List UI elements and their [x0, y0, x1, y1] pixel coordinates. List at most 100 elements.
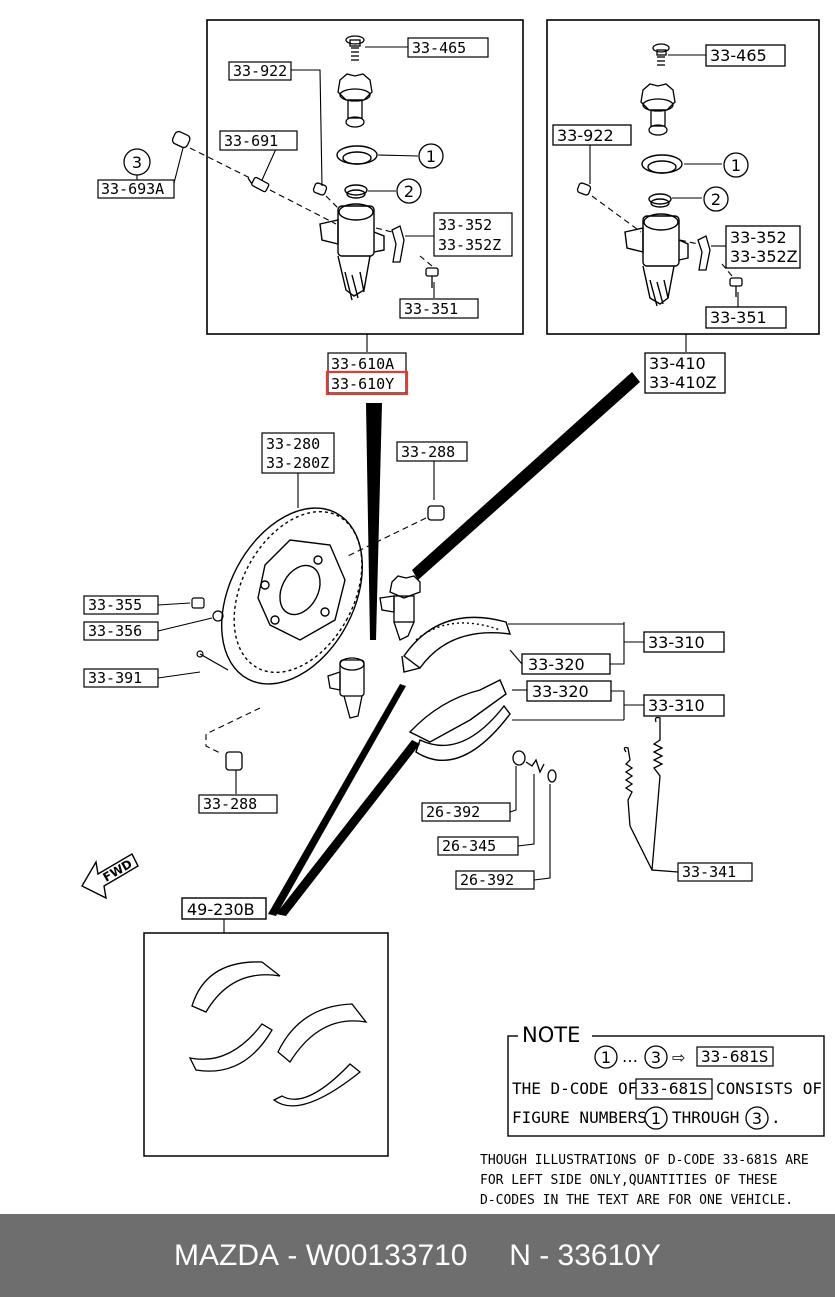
note-dots: …	[622, 1047, 638, 1066]
adjuster-wheel-illustration	[337, 73, 373, 128]
bleeder-screw-illustration	[345, 35, 365, 61]
mounted-cylinder-illustration	[379, 575, 421, 641]
left-label-33-352Z: 33-352Z	[438, 236, 501, 254]
note-line2-post: CONSISTS OF	[716, 1079, 822, 1098]
wheel-cylinder-body-illustration	[319, 203, 385, 301]
left-label-33-691: 33-691	[224, 132, 278, 150]
right-label-33-352: 33-352	[730, 228, 787, 247]
adjuster-wheel-illustration	[640, 83, 676, 136]
hold-down-callouts	[509, 766, 551, 881]
brake-shoe-upper-illustration	[401, 616, 512, 673]
brake-shoe-lower-illustration	[408, 679, 511, 761]
upper-shoe-set-code: 33-310	[648, 633, 705, 652]
left-label-33-465: 33-465	[412, 39, 466, 57]
clip-illustration	[697, 235, 711, 271]
left-label-33-693A: 33-693A	[101, 180, 164, 198]
piston-cup-illustration	[648, 193, 672, 208]
backing-plate-code: 33-280	[266, 435, 320, 453]
pin-code: 33-391	[88, 669, 142, 687]
highlighted-part-frame	[325, 370, 409, 396]
note-line2-box: 33-681S	[640, 1079, 707, 1098]
shoe-kit-code: 49-230B	[187, 900, 255, 919]
bolt-illustration	[425, 267, 439, 288]
right-assembly-code-z: 33-410Z	[649, 373, 717, 392]
boot-illustration	[336, 145, 378, 165]
note-line3-mid: THROUGH	[672, 1108, 739, 1127]
footnote: THOUGH ILLUSTRATIONS OF D-CODE 33-681S A…	[480, 1153, 809, 1208]
right-assembly-callout: 33-410 33-410Z	[644, 334, 726, 394]
footnote-line-3: D-CODES IN THE TEXT ARE FOR ONE VEHICLE.	[480, 1193, 793, 1208]
footnote-line-2: FOR LEFT SIDE ONLY,QUANTITIES OF THESE	[480, 1173, 777, 1188]
upper-shoe-code: 33-320	[528, 655, 585, 674]
left-assembly-callout: 33-610A 33-610Y	[325, 334, 409, 396]
right-assembly-code: 33-410	[649, 354, 706, 373]
backing-plate-illustration	[220, 507, 364, 685]
lower-shoe-code: 33-320	[532, 682, 589, 701]
spring-code: 26-345	[442, 837, 496, 855]
plug-top-code: 33-288	[401, 443, 455, 461]
hold-down-parts-illustration	[512, 750, 557, 783]
small-parts-callouts: 33-355 33-356 33-391	[83, 595, 213, 688]
bolt-washer-pin	[191, 597, 229, 671]
note-circle-3: 3	[651, 1048, 661, 1067]
right-label-33-351: 33-351	[710, 308, 767, 327]
brand-name: MAZDA	[174, 1238, 280, 1272]
heavy-leader-lines	[268, 372, 640, 916]
right-label-33-465: 33-465	[710, 46, 767, 65]
left-label-33-922: 33-922	[233, 62, 287, 80]
dust-cap-illustration	[171, 130, 191, 149]
boot-illustration	[641, 154, 683, 174]
bleeder-screw-illustration	[652, 43, 670, 66]
right-circle-ref-2: 2	[711, 190, 721, 209]
footnote-line-1: THOUGH ILLUSTRATIONS OF D-CODE 33-681S A…	[480, 1153, 809, 1168]
plug-bottom-code: 33-288	[203, 795, 257, 813]
clip-illustration	[391, 225, 405, 263]
lower-shoe-set-code: 33-310	[648, 696, 705, 715]
return-spring-code: 33-341	[682, 863, 736, 881]
left-label-33-352: 33-352	[438, 216, 492, 234]
note-circle-1: 1	[601, 1048, 611, 1067]
bolt-code: 33-355	[88, 596, 142, 614]
spacer	[468, 1239, 510, 1273]
note-line3-circle-1: 1	[651, 1109, 661, 1128]
left-label-33-351: 33-351	[404, 300, 458, 318]
bolt-illustration	[729, 277, 743, 297]
shoe-kit-detail: 49-230B	[143, 897, 389, 1157]
bleeder-cap-illustration	[247, 176, 270, 193]
separator: -	[279, 1238, 306, 1272]
cup-code: 26-392	[426, 803, 480, 821]
backing-plate-code-z: 33-280Z	[266, 454, 329, 472]
washer-code: 33-356	[88, 622, 142, 640]
part-info-bar: MAZDA - W00133710 N - 33610Y	[0, 1214, 835, 1297]
note-line2-pre: THE D-CODE OF	[512, 1079, 637, 1098]
return-springs-illustration	[623, 716, 679, 873]
backing-plate-callout: 33-280 33-280Z	[261, 432, 335, 508]
left-circle-ref-2: 2	[404, 182, 414, 201]
sleeve-illustration	[576, 182, 592, 196]
right-circle-ref-1: 1	[731, 156, 741, 175]
note-line3-end: .	[771, 1108, 781, 1127]
right-label-33-922: 33-922	[557, 126, 614, 145]
note-title: NOTE	[522, 1023, 580, 1047]
wheel-cylinder-body-illustration	[624, 213, 689, 307]
part-number: N - 33610Y	[509, 1238, 661, 1272]
parts-diagram: 33-465 33-922 33-691 33-693A 33-352 33-3…	[81, 19, 825, 1208]
catalog-code: W00133710	[305, 1238, 468, 1272]
cap-code: 26-392	[460, 871, 514, 889]
left-assembly-code-a: 33-610A	[331, 355, 394, 373]
note-line3-circle-3: 3	[752, 1109, 762, 1128]
note-code-box: 33-681S	[701, 1047, 768, 1066]
left-circle-ref-1: 1	[426, 147, 436, 166]
left-wheel-cylinder-detail: 33-465 33-922 33-691 33-693A 33-352 33-3…	[97, 19, 524, 335]
left-circle-ref-3: 3	[132, 153, 142, 172]
piston-cup-illustration	[344, 184, 368, 199]
note-arrow: ⇨	[672, 1048, 685, 1067]
right-label-33-352Z: 33-352Z	[730, 247, 798, 266]
right-wheel-cylinder-detail: 33-465 33-922 33-352 33-352Z 33-351 1 2	[546, 19, 820, 335]
plug-top: 33-288	[347, 441, 468, 557]
plug-bottom: 33-288	[198, 707, 278, 814]
shoe-callouts: 33-320 33-320 33-310 33-310	[508, 622, 725, 721]
plate-cylinder-illustration	[327, 657, 365, 719]
note-box: NOTE 1 … 3 ⇨ 33-681S THE D-CODE OF 33-68…	[507, 1023, 825, 1137]
note-line3-pre: FIGURE NUMBERS	[512, 1108, 647, 1127]
